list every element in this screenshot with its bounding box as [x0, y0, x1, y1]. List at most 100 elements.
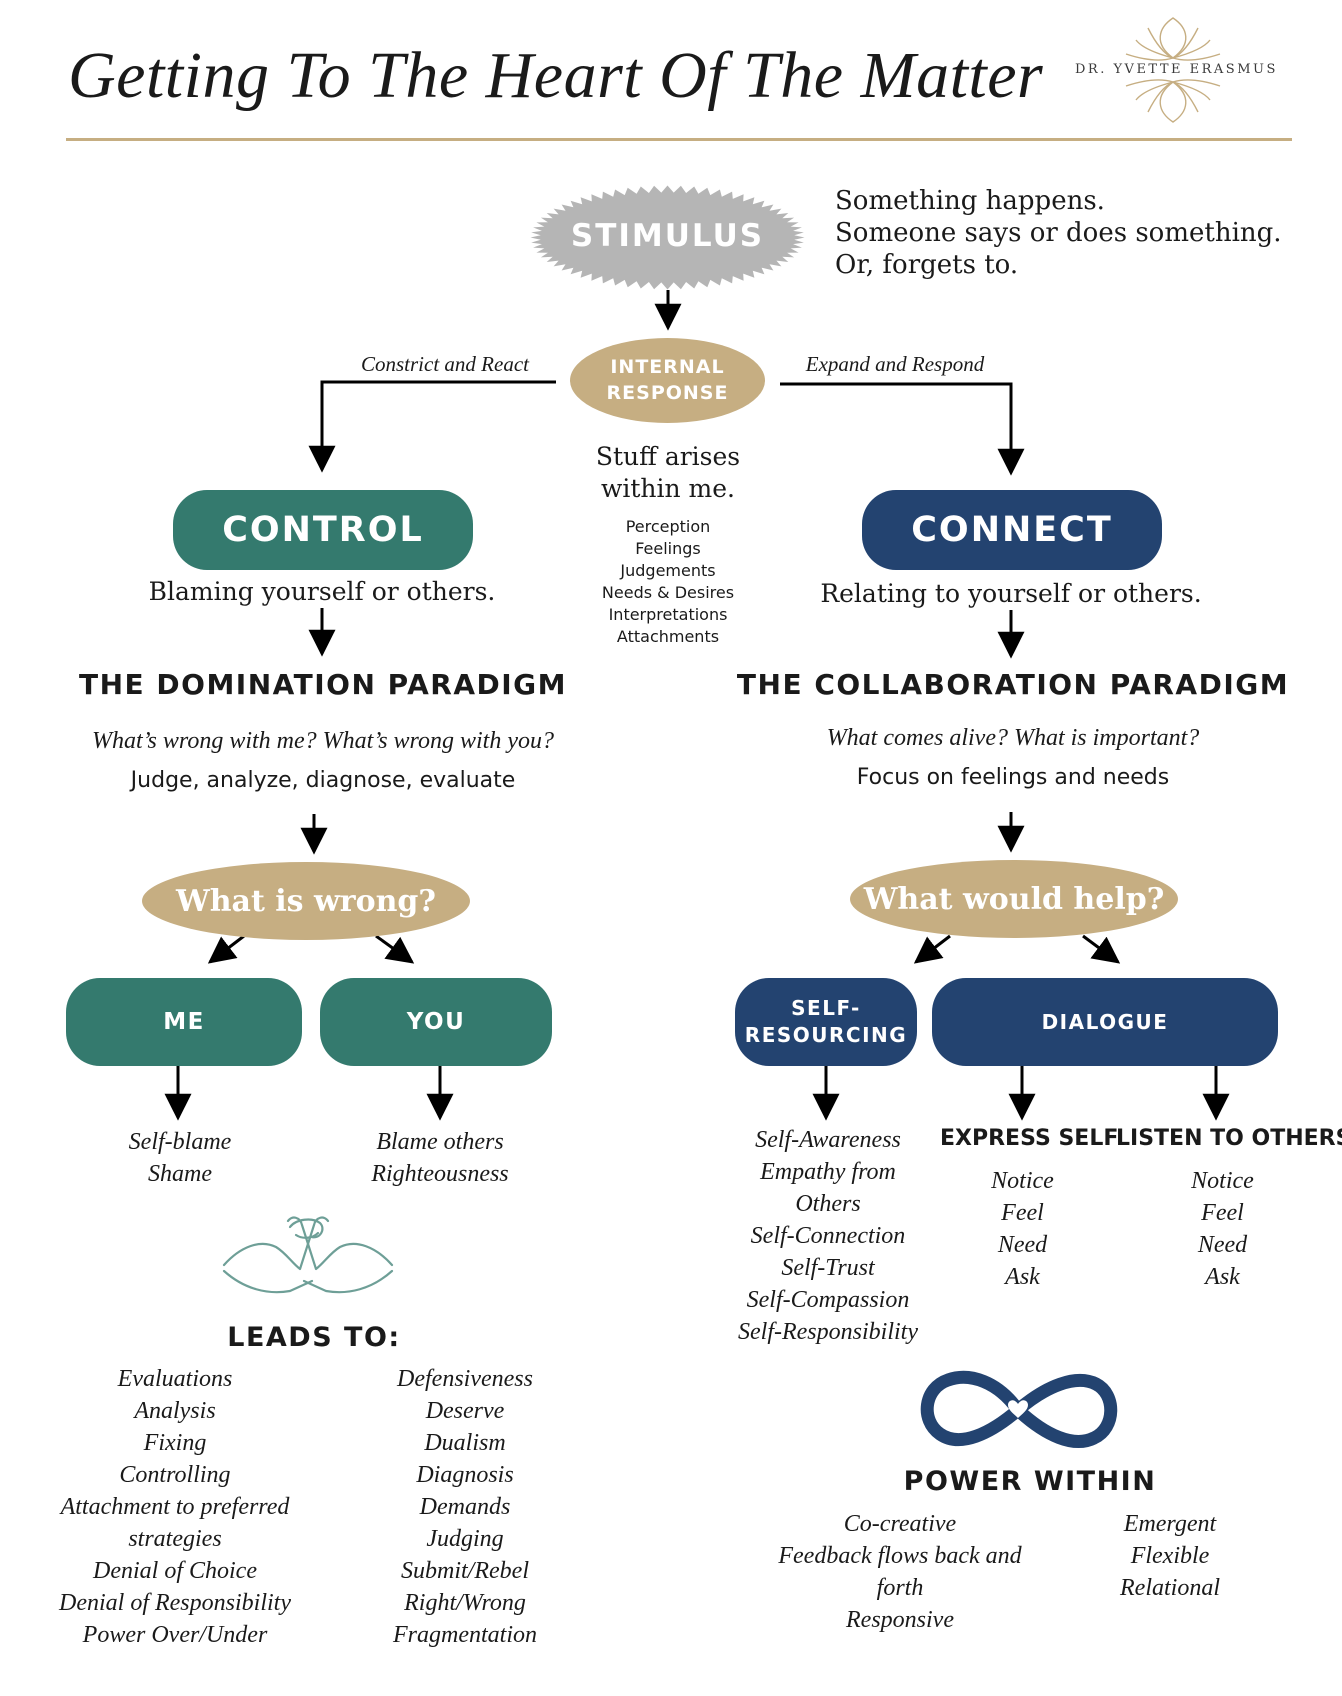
leads-to-column-1: Evaluations Analysis Fixing Controlling …: [30, 1363, 320, 1651]
control-caption: Blaming yourself or others.: [148, 577, 496, 606]
self-resourcing-label-1: SELF-: [791, 996, 861, 1020]
list-item: strategies: [128, 1526, 222, 1552]
list-item: Relational: [1120, 1575, 1220, 1601]
what-is-wrong-label: What is wrong?: [176, 883, 436, 919]
control-pill: CONTROL: [173, 490, 473, 570]
list-item: Responsive: [846, 1607, 954, 1633]
dialogue-pill-label: DIALOGUE: [1041, 1010, 1169, 1034]
arises-line-2: within me.: [600, 474, 736, 503]
leads-to-column-2: Defensiveness Deserve Dualism Diagnosis …: [340, 1363, 590, 1651]
me-pill: ME: [66, 978, 302, 1066]
collaboration-actions: Focus on feelings and needs: [856, 765, 1170, 790]
internal-response-oval: [570, 338, 765, 423]
internal-response-line-2: RESPONSE: [606, 382, 729, 404]
lotus-logo-icon: [1125, 17, 1221, 123]
list-item: Others: [795, 1191, 861, 1217]
list-item: Power Over/Under: [82, 1622, 268, 1648]
express-self-heading: EXPRESS SELF: [940, 1126, 1119, 1151]
stimulus-line-1: Something happens.: [835, 186, 1105, 216]
list-item: Defensiveness: [397, 1366, 533, 1392]
domination-paradigm-heading: THE DOMINATION PARADIGM: [78, 668, 568, 701]
connect-pill: CONNECT: [862, 490, 1162, 570]
list-item: Evaluations: [117, 1366, 233, 1392]
list-item: Judgements: [620, 561, 716, 580]
list-item: Controlling: [119, 1462, 231, 1488]
list-item: Fixing: [143, 1430, 207, 1456]
list-item: Feedback flows back and: [778, 1543, 1022, 1569]
collaboration-questions: What comes alive? What is important?: [826, 725, 1200, 751]
list-item: Shame: [148, 1161, 212, 1187]
domination-questions: What’s wrong with me? What’s wrong with …: [91, 728, 555, 754]
express-self-items: Notice Feel Need Ask: [950, 1165, 1095, 1293]
brand-name: DR. YVETTE ERASMUS: [1075, 62, 1278, 77]
list-item: Feel: [1001, 1200, 1044, 1226]
arrow-to-control: [308, 380, 556, 473]
you-items: Blame others Righteousness: [330, 1126, 550, 1190]
what-would-help-label: What would help?: [863, 881, 1165, 917]
list-item: Need: [997, 1232, 1048, 1258]
you-pill-label: YOU: [406, 1009, 466, 1035]
list-item: Self-Awareness: [755, 1127, 901, 1153]
arm-wrestle-icon: [222, 1216, 394, 1294]
power-within-heading: POWER WITHIN: [903, 1466, 1157, 1497]
list-item: Self-blame: [128, 1129, 232, 1155]
me-pill-label: ME: [163, 1009, 205, 1035]
domination-actions: Judge, analyze, diagnose, evaluate: [130, 768, 516, 793]
list-item: Judging: [426, 1526, 504, 1552]
arises-line-1: Stuff arises: [595, 442, 741, 471]
list-item: Flexible: [1130, 1543, 1210, 1569]
collaboration-paradigm-heading: THE COLLABORATION PARADIGM: [736, 668, 1290, 701]
self-resourcing-label-2: RESOURCING: [744, 1023, 908, 1047]
list-item: Right/Wrong: [404, 1590, 526, 1616]
list-item: Interpretations: [608, 605, 728, 624]
list-item: Submit/Rebel: [401, 1558, 529, 1584]
list-item: Self-Responsibility: [738, 1319, 918, 1345]
list-item: Notice: [991, 1168, 1054, 1194]
stimulus-line-3: Or, forgets to.: [835, 250, 1019, 280]
list-item: Self-Connection: [750, 1223, 906, 1249]
dialogue-pill: DIALOGUE: [932, 978, 1278, 1066]
leads-to-heading: LEADS TO:: [227, 1322, 401, 1353]
list-item: Attachments: [616, 627, 720, 646]
list-item: Ask: [1005, 1264, 1040, 1290]
list-item: Attachment to preferred: [60, 1494, 290, 1520]
list-item: Diagnosis: [416, 1462, 514, 1488]
connect-pill-label: CONNECT: [911, 510, 1113, 550]
stimulus-label: STIMULUS: [570, 218, 765, 254]
list-item: Feel: [1201, 1200, 1244, 1226]
power-within-column-1: Co-creative Feedback flows back and fort…: [740, 1508, 1060, 1636]
page-title: Getting To The Heart Of The Matter: [68, 39, 1044, 112]
list-item: Self-Compassion: [746, 1287, 910, 1313]
stimulus-burst-shape: [530, 185, 805, 290]
list-item: Demands: [419, 1494, 511, 1520]
self-resourcing-pill: SELF- RESOURCING: [735, 978, 917, 1066]
arrow-to-self-resourcing: [913, 934, 951, 964]
stimulus-line-2: Someone says or does something.: [835, 218, 1282, 248]
list-item: Denial of Responsibility: [59, 1590, 291, 1616]
list-item: Deserve: [425, 1398, 505, 1424]
you-pill: YOU: [320, 978, 552, 1066]
list-item: Self-Trust: [781, 1255, 875, 1281]
list-item: forth: [876, 1575, 924, 1601]
arrow-to-dialogue: [1082, 934, 1121, 964]
title-divider: [66, 138, 1292, 141]
what-is-wrong-oval: What is wrong?: [142, 862, 470, 940]
list-item: Righteousness: [371, 1161, 509, 1187]
list-item: Ask: [1205, 1264, 1240, 1290]
list-item: Empathy from: [760, 1159, 896, 1185]
list-item: Co-creative: [843, 1511, 957, 1537]
list-item: Denial of Choice: [93, 1558, 257, 1584]
branch-label-left: Constrict and React: [361, 352, 529, 376]
control-pill-label: CONTROL: [222, 510, 424, 550]
internal-response-items: Perception Feelings Judgements Needs & D…: [568, 516, 768, 648]
listen-to-others-items: Notice Feel Need Ask: [1150, 1165, 1295, 1293]
infinity-heart-icon: [920, 1370, 1118, 1448]
listen-to-others-heading: LISTEN TO OTHERS: [1116, 1126, 1342, 1151]
list-item: Notice: [1191, 1168, 1254, 1194]
connect-caption: Relating to yourself or others.: [820, 579, 1202, 608]
list-item: Feelings: [635, 539, 701, 558]
me-items: Self-blame Shame: [80, 1126, 280, 1190]
internal-response-line-1: INTERNAL: [610, 356, 725, 378]
list-item: Emergent: [1123, 1511, 1217, 1537]
